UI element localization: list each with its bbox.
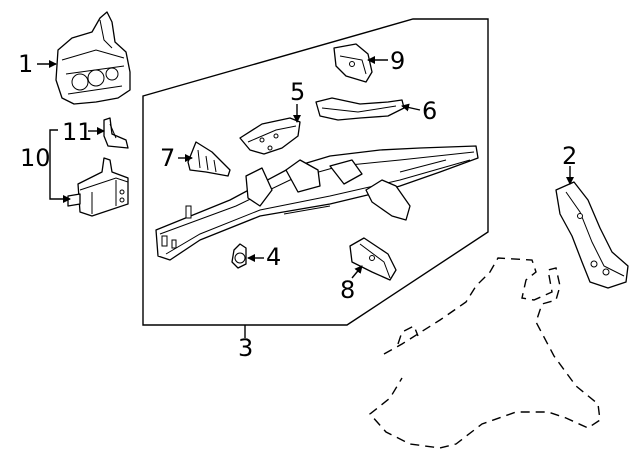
part-10-bracket-box[interactable] bbox=[67, 157, 129, 217]
part-11-small-bracket[interactable] bbox=[103, 117, 129, 149]
callout-4: 4 bbox=[266, 243, 281, 271]
part-7-gusset-bracket[interactable] bbox=[187, 141, 231, 177]
part-9-upper-bracket[interactable] bbox=[333, 43, 373, 83]
part-6-extension-rail[interactable] bbox=[315, 97, 405, 121]
callout-1: 1 bbox=[18, 50, 33, 78]
callout-8: 8 bbox=[340, 276, 355, 304]
part-5-reinforcement-plate[interactable] bbox=[239, 117, 301, 155]
callout-3: 3 bbox=[238, 334, 253, 362]
callout-7: 7 bbox=[160, 144, 175, 172]
fender-reference-tab bbox=[397, 325, 419, 345]
part-1-apron-panel[interactable] bbox=[55, 11, 131, 105]
callout-11: 11 bbox=[62, 118, 93, 146]
callout-10: 10 bbox=[20, 144, 51, 172]
callout-2: 2 bbox=[562, 142, 577, 170]
part-4-clip[interactable] bbox=[231, 243, 247, 269]
assembly-outline bbox=[142, 18, 489, 326]
part-3-frame-rail[interactable] bbox=[155, 145, 479, 261]
part-8-lower-bracket[interactable] bbox=[349, 237, 397, 281]
leader-10 bbox=[49, 129, 71, 203]
leader-6 bbox=[401, 103, 421, 112]
callout-6: 6 bbox=[422, 97, 437, 125]
part-2-wheelhouse-arch[interactable] bbox=[555, 181, 629, 289]
callout-9: 9 bbox=[390, 47, 405, 75]
leader-8 bbox=[351, 265, 363, 279]
callout-5: 5 bbox=[290, 78, 305, 106]
